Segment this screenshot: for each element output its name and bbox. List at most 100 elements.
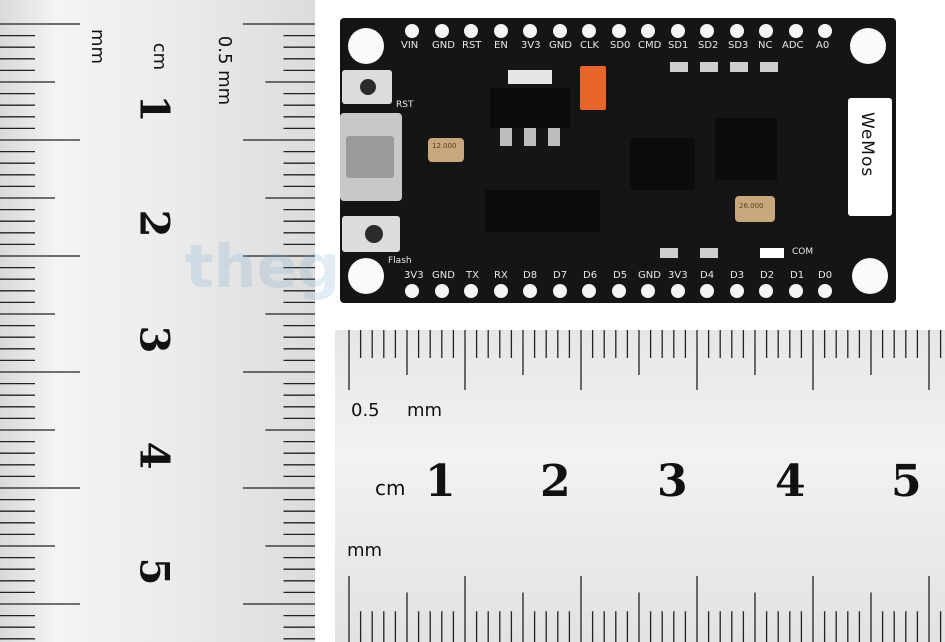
bottom-pin-label: D4	[700, 270, 715, 281]
top-header-pad	[788, 24, 803, 38]
bottom-header-pad	[818, 284, 832, 298]
esp8266-chip	[715, 118, 777, 180]
vertical-ruler-number: 1	[130, 94, 178, 123]
vertical-ruler-number: 2	[130, 209, 178, 238]
bottom-header-pad	[729, 284, 744, 298]
top-header-pad	[582, 24, 596, 38]
bottom-pin-label: D5	[613, 270, 628, 281]
horizontal-ruler-mm-label: mm	[347, 540, 383, 561]
flash-button-cap	[365, 225, 383, 243]
top-header-pad	[759, 24, 773, 38]
bottom-header-pad	[434, 284, 449, 298]
bottom-header-pad	[405, 284, 419, 298]
top-header-pad	[700, 24, 714, 38]
top-pin-label: CMD	[638, 40, 662, 51]
regulator-tab	[508, 70, 552, 84]
horizontal-ruler-half-label: 0.5	[351, 400, 380, 421]
horizontal-ruler-number: 3	[657, 456, 688, 507]
top-pin-label: GND	[549, 40, 572, 51]
horizontal-ruler-half-mm-label: mm	[407, 400, 443, 421]
board-components	[340, 62, 784, 258]
horizontal-ruler: 0.5 mm cm mm 1 2 3 4 5	[335, 330, 945, 642]
crystal-12mhz	[428, 138, 464, 162]
vertical-ruler-half-mm-label: 0.5 mm	[214, 35, 236, 106]
bottom-pin-label: D8	[523, 270, 538, 281]
bottom-pin-label: GND	[432, 270, 455, 281]
bottom-header-pad	[700, 284, 714, 298]
vertical-ruler: mm cm 0.5 mm 1 2 3 4 5	[0, 0, 315, 642]
bottom-pin-label: D1	[790, 270, 805, 281]
bottom-pin-label: TX	[466, 270, 479, 281]
esp8266-board: VIN GND RST EN 3V3 GND CLK SD0 CMD SD1 S…	[340, 18, 896, 303]
wemos-logo-panel	[848, 98, 892, 216]
bottom-pin-label: D3	[730, 270, 745, 281]
bottom-header-pad	[641, 284, 655, 298]
top-header-pad	[818, 24, 832, 38]
bottom-header-pad	[493, 284, 508, 298]
top-pin-label: SD0	[610, 40, 631, 51]
top-pin-label: A0	[816, 40, 830, 51]
bottom-header-pad	[611, 284, 626, 298]
mounting-hole	[850, 28, 886, 64]
top-header-pad	[464, 24, 478, 38]
reset-button-label: RST	[396, 100, 414, 110]
top-pin-label: CLK	[580, 40, 600, 51]
horizontal-ruler-number: 2	[540, 456, 571, 507]
bottom-pin-label: D6	[583, 270, 598, 281]
top-header-pad	[552, 24, 567, 38]
crystal-right-label: 26.000	[739, 202, 764, 210]
bottom-header-pad	[523, 284, 537, 298]
regulator-leg	[500, 128, 512, 146]
bottom-pin-label: D7	[553, 270, 568, 281]
top-pin-label: ADC	[782, 40, 804, 51]
top-pin-label: SD2	[698, 40, 719, 51]
top-pin-label: SD1	[668, 40, 689, 51]
tantalum-capacitor	[580, 66, 606, 110]
vertical-ruler-number: 3	[130, 325, 178, 354]
bottom-pin-label: 3V3	[668, 270, 688, 281]
vertical-ruler-mm-label: mm	[87, 28, 109, 65]
micro-usb-opening	[346, 136, 394, 178]
vertical-ruler-number: 4	[130, 441, 178, 470]
bottom-header-pad	[582, 284, 596, 298]
bottom-pin-label: 3V3	[404, 270, 424, 281]
bottom-header-pad	[552, 284, 567, 298]
led-label: COM	[792, 247, 814, 257]
horizontal-ruler-number: 1	[425, 456, 456, 507]
bottom-header-pad	[464, 284, 478, 298]
wemos-logo-text: WeMos	[857, 112, 877, 178]
top-header-pad	[641, 24, 655, 38]
top-header-pad	[405, 24, 419, 38]
voltage-regulator	[490, 88, 570, 128]
vertical-ruler-ticks	[0, 23, 315, 640]
top-pin-label: VIN	[401, 40, 419, 51]
top-header-pad	[523, 24, 537, 38]
top-header-pad	[729, 24, 744, 38]
flash-button-label: Flash	[388, 256, 412, 266]
bottom-header-pad	[759, 284, 773, 298]
bottom-header-pad	[670, 284, 685, 298]
crystal-small-label: 12.000	[432, 142, 457, 150]
status-led	[760, 248, 784, 258]
bottom-pin-label: D2	[760, 270, 775, 281]
top-pin-label: NC	[758, 40, 773, 51]
mounting-hole	[348, 258, 384, 294]
bottom-pin-label: D0	[818, 270, 833, 281]
vertical-ruler-cm-label: cm	[149, 42, 171, 71]
horizontal-ruler-number: 5	[891, 456, 922, 507]
horizontal-ruler-ticks	[348, 330, 942, 642]
bottom-pin-label: GND	[638, 270, 661, 281]
vertical-ruler-number: 5	[130, 557, 178, 586]
top-pin-label: 3V3	[521, 40, 541, 51]
mounting-hole	[852, 258, 888, 294]
top-pin-label: EN	[494, 40, 508, 51]
mounting-hole	[348, 28, 384, 64]
top-header-pad	[670, 24, 685, 38]
top-header-pad	[493, 24, 508, 38]
top-pin-label: GND	[432, 40, 455, 51]
top-pin-label: SD3	[728, 40, 749, 51]
usb-serial-chip	[485, 190, 600, 232]
top-header-pad	[611, 24, 626, 38]
regulator-leg	[524, 128, 536, 146]
